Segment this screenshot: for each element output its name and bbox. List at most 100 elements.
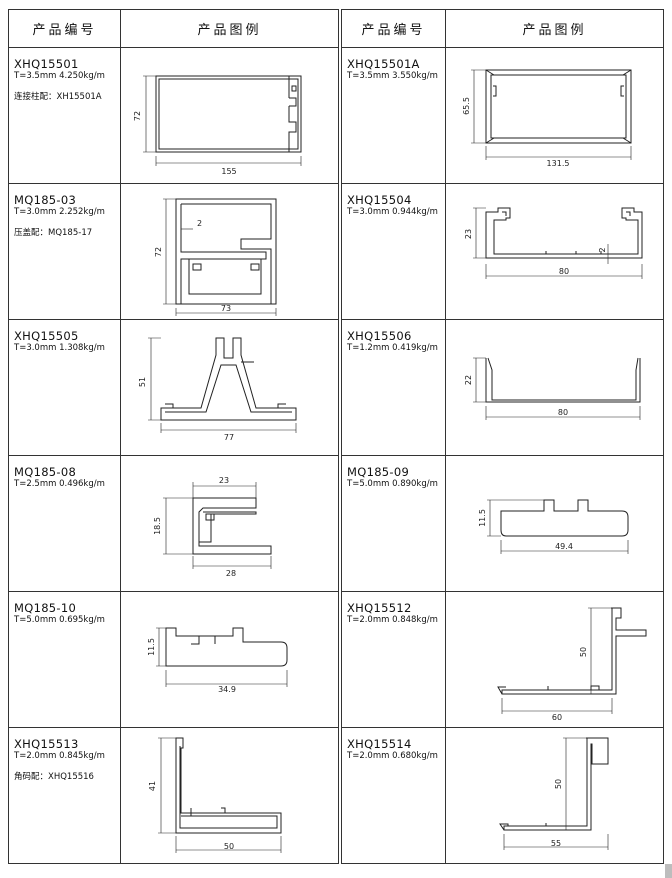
dimension-label: 41 xyxy=(148,781,157,791)
product-code: XHQ15504 xyxy=(347,193,412,207)
product-info: XHQ15512 T=2.0mm 0.848kg/m xyxy=(341,591,446,728)
dimension-lines xyxy=(473,357,641,420)
product-drawing-cell: 50 60 xyxy=(445,591,664,728)
dimension-label: 50 xyxy=(554,779,563,789)
product-note: 连接柱配：XH15501A xyxy=(14,92,102,102)
profile-drawing: 41 50 xyxy=(148,737,282,853)
right-catalog-table: 产品编号 产品图例 XHQ15501A T=3.5mm 3.550kg/m 65… xyxy=(341,9,664,864)
product-row: XHQ15501A T=3.5mm 3.550kg/m 65.5 131.5 xyxy=(341,47,664,184)
product-drawing-cell: 23 18.5 28 xyxy=(120,455,339,592)
dimension-label: 49.4 xyxy=(555,542,573,551)
product-row: XHQ15504 T=3.0mm 0.944kg/m 23 2 80 xyxy=(341,183,664,320)
dimension-label: 60 xyxy=(552,713,562,722)
product-spec: T=2.5mm 0.496kg/m xyxy=(14,479,105,489)
product-spec: T=3.0mm 2.252kg/m xyxy=(14,207,105,217)
profile-drawing: 11.5 49.4 xyxy=(478,499,629,554)
dimension-label: 55 xyxy=(551,839,561,848)
profile-shape xyxy=(485,69,632,144)
profile-drawing: 23 2 80 xyxy=(464,207,643,279)
dimension-lines xyxy=(487,499,629,554)
profile-shape xyxy=(499,737,609,831)
product-spec: T=5.0mm 0.695kg/m xyxy=(14,615,105,625)
profile-drawing: 51 77 xyxy=(138,337,297,442)
product-drawing-cell: 22 80 xyxy=(445,319,664,456)
product-row: XHQ15514 T=2.0mm 0.680kg/m 50 55 xyxy=(341,727,664,864)
dimension-label: 73 xyxy=(221,304,231,313)
product-spec: T=3.5mm 3.550kg/m xyxy=(347,71,438,81)
profile-drawing: 65.5 131.5 xyxy=(462,69,632,168)
profile-shape xyxy=(497,607,647,695)
dimension-lines xyxy=(143,75,302,166)
profile-shape xyxy=(500,499,629,537)
product-code: MQ185-03 xyxy=(14,193,77,207)
dimension-label: 2 xyxy=(598,247,607,252)
dimension-lines xyxy=(158,737,282,853)
dimension-label: 11.5 xyxy=(147,638,156,656)
product-info: MQ185-10 T=5.0mm 0.695kg/m xyxy=(8,591,121,728)
product-note: 压盖配：MQ185-17 xyxy=(14,228,93,238)
product-info: XHQ15501 T=3.5mm 4.250kg/m 连接柱配：XH15501A xyxy=(8,47,121,184)
product-code: XHQ15513 xyxy=(14,737,79,751)
product-drawing-cell: 50 55 xyxy=(445,727,664,864)
dimension-label: 80 xyxy=(558,408,568,417)
dimension-label: 131.5 xyxy=(547,159,570,168)
product-info: XHQ15504 T=3.0mm 0.944kg/m xyxy=(341,183,446,320)
profile-shape xyxy=(175,198,277,305)
product-drawing-cell: 23 2 80 xyxy=(445,183,664,320)
product-code: XHQ15505 xyxy=(14,329,79,343)
dimension-label: 50 xyxy=(224,842,234,851)
product-row: XHQ15513 T=2.0mm 0.845kg/m 角码配：XHQ15516 … xyxy=(8,727,339,864)
product-drawing-cell: 72 155 xyxy=(120,47,339,184)
product-row: MQ185-10 T=5.0mm 0.695kg/m 11.5 34.9 xyxy=(8,591,339,728)
product-drawing-cell: 11.5 49.4 xyxy=(445,455,664,592)
right-header-row: 产品编号 产品图例 xyxy=(341,9,664,48)
dimension-lines xyxy=(156,627,288,687)
profile-drawing: 72 155 xyxy=(133,75,302,176)
product-code: XHQ15514 xyxy=(347,737,412,751)
product-code: XHQ15506 xyxy=(347,329,412,343)
profile-shape xyxy=(485,207,643,259)
product-info: MQ185-08 T=2.5mm 0.496kg/m xyxy=(8,455,121,592)
dimension-lines xyxy=(471,69,632,160)
dimension-label: 18.5 xyxy=(153,517,162,535)
dimension-lines xyxy=(148,337,297,433)
product-code: MQ185-10 xyxy=(14,601,77,615)
dimension-label: 65.5 xyxy=(462,97,471,115)
dimension-label: 23 xyxy=(219,476,229,485)
dimension-label: 80 xyxy=(559,267,569,276)
product-info: XHQ15514 T=2.0mm 0.680kg/m xyxy=(341,727,446,864)
dimension-label: 28 xyxy=(226,569,236,578)
product-row: XHQ15505 T=3.0mm 1.308kg/m 51 77 xyxy=(8,319,339,456)
product-info: XHQ15501A T=3.5mm 3.550kg/m xyxy=(341,47,446,184)
dimension-label: 72 xyxy=(133,111,142,121)
dimension-label: 77 xyxy=(224,433,234,442)
dimension-label: 72 xyxy=(154,247,163,257)
profile-drawing: 50 55 xyxy=(499,737,609,850)
product-row: MQ185-08 T=2.5mm 0.496kg/m 23 18.5 28 xyxy=(8,455,339,592)
dimension-label: 11.5 xyxy=(478,509,487,527)
product-row: MQ185-03 T=3.0mm 2.252kg/m 压盖配：MQ185-17 xyxy=(8,183,339,320)
product-info: MQ185-03 T=3.0mm 2.252kg/m 压盖配：MQ185-17 xyxy=(8,183,121,320)
product-spec: T=2.0mm 0.845kg/m xyxy=(14,751,105,761)
right-header-drawing: 产品图例 xyxy=(445,9,664,48)
product-note: 角码配：XHQ15516 xyxy=(14,772,94,782)
product-code: XHQ15501 xyxy=(14,57,79,71)
dimension-label: 22 xyxy=(464,375,473,385)
page-corner-mark xyxy=(665,864,672,878)
profile-shape xyxy=(192,497,272,555)
dimension-lines xyxy=(501,607,613,714)
product-info: XHQ15506 T=1.2mm 0.419kg/m xyxy=(341,319,446,456)
dimension-lines xyxy=(163,482,272,569)
profile-drawing: 23 18.5 28 xyxy=(153,476,272,578)
product-drawing-cell: 51 77 xyxy=(120,319,339,456)
dimension-lines xyxy=(503,737,609,850)
product-spec: T=2.0mm 0.848kg/m xyxy=(347,615,438,625)
product-code: XHQ15512 xyxy=(347,601,412,615)
left-header-code: 产品编号 xyxy=(8,9,121,48)
product-row: XHQ15501 T=3.5mm 4.250kg/m 连接柱配：XH15501A… xyxy=(8,47,339,184)
product-drawing-cell: 11.5 34.9 xyxy=(120,591,339,728)
product-spec: T=3.0mm 0.944kg/m xyxy=(347,207,438,217)
product-row: XHQ15512 T=2.0mm 0.848kg/m 50 60 xyxy=(341,591,664,728)
right-header-code: 产品编号 xyxy=(341,9,446,48)
product-spec: T=3.0mm 1.308kg/m xyxy=(14,343,105,353)
